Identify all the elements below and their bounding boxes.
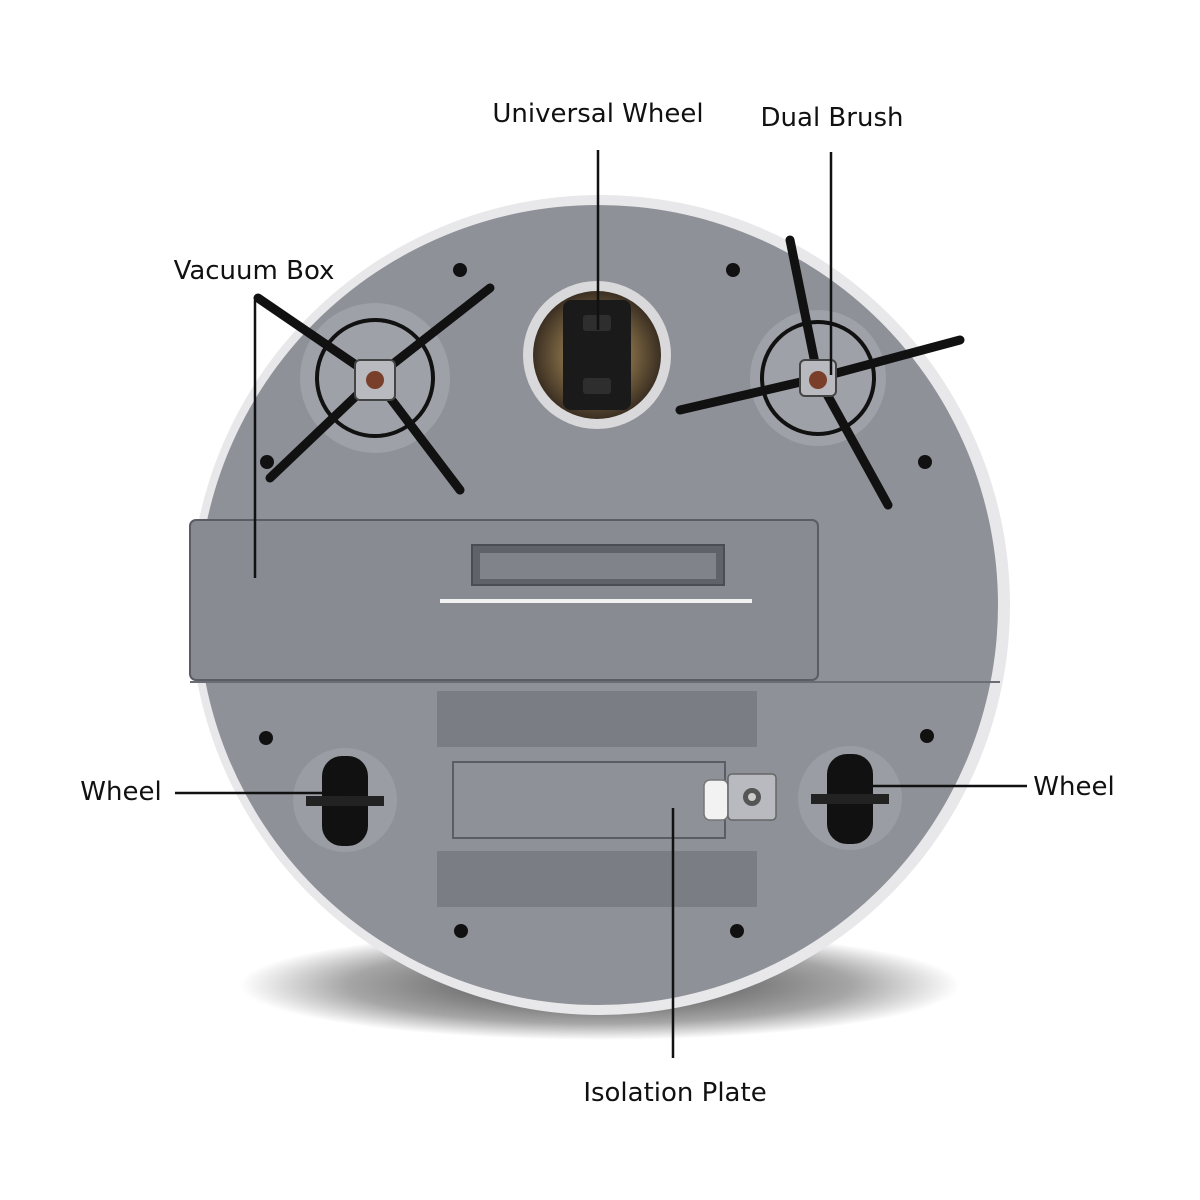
leader-lines bbox=[175, 150, 1027, 1058]
label-vacuum-box: Vacuum Box bbox=[174, 256, 335, 286]
vacuum-box bbox=[189, 519, 1000, 683]
side-brush-right bbox=[675, 235, 965, 510]
side-brush-left bbox=[253, 283, 495, 495]
drive-wheel-left bbox=[293, 748, 397, 852]
drive-wheel-right bbox=[798, 746, 902, 850]
screw-holes bbox=[259, 263, 934, 938]
label-wheel-left: Wheel bbox=[80, 777, 161, 807]
label-dual-brush: Dual Brush bbox=[761, 103, 904, 133]
bottom-panels bbox=[437, 691, 757, 907]
label-wheel-right: Wheel bbox=[1033, 772, 1114, 802]
label-universal-wheel: Universal Wheel bbox=[492, 99, 703, 129]
label-isolation-plate: Isolation Plate bbox=[583, 1078, 766, 1108]
universal-wheel bbox=[523, 281, 671, 429]
isolation-plate bbox=[452, 761, 777, 839]
